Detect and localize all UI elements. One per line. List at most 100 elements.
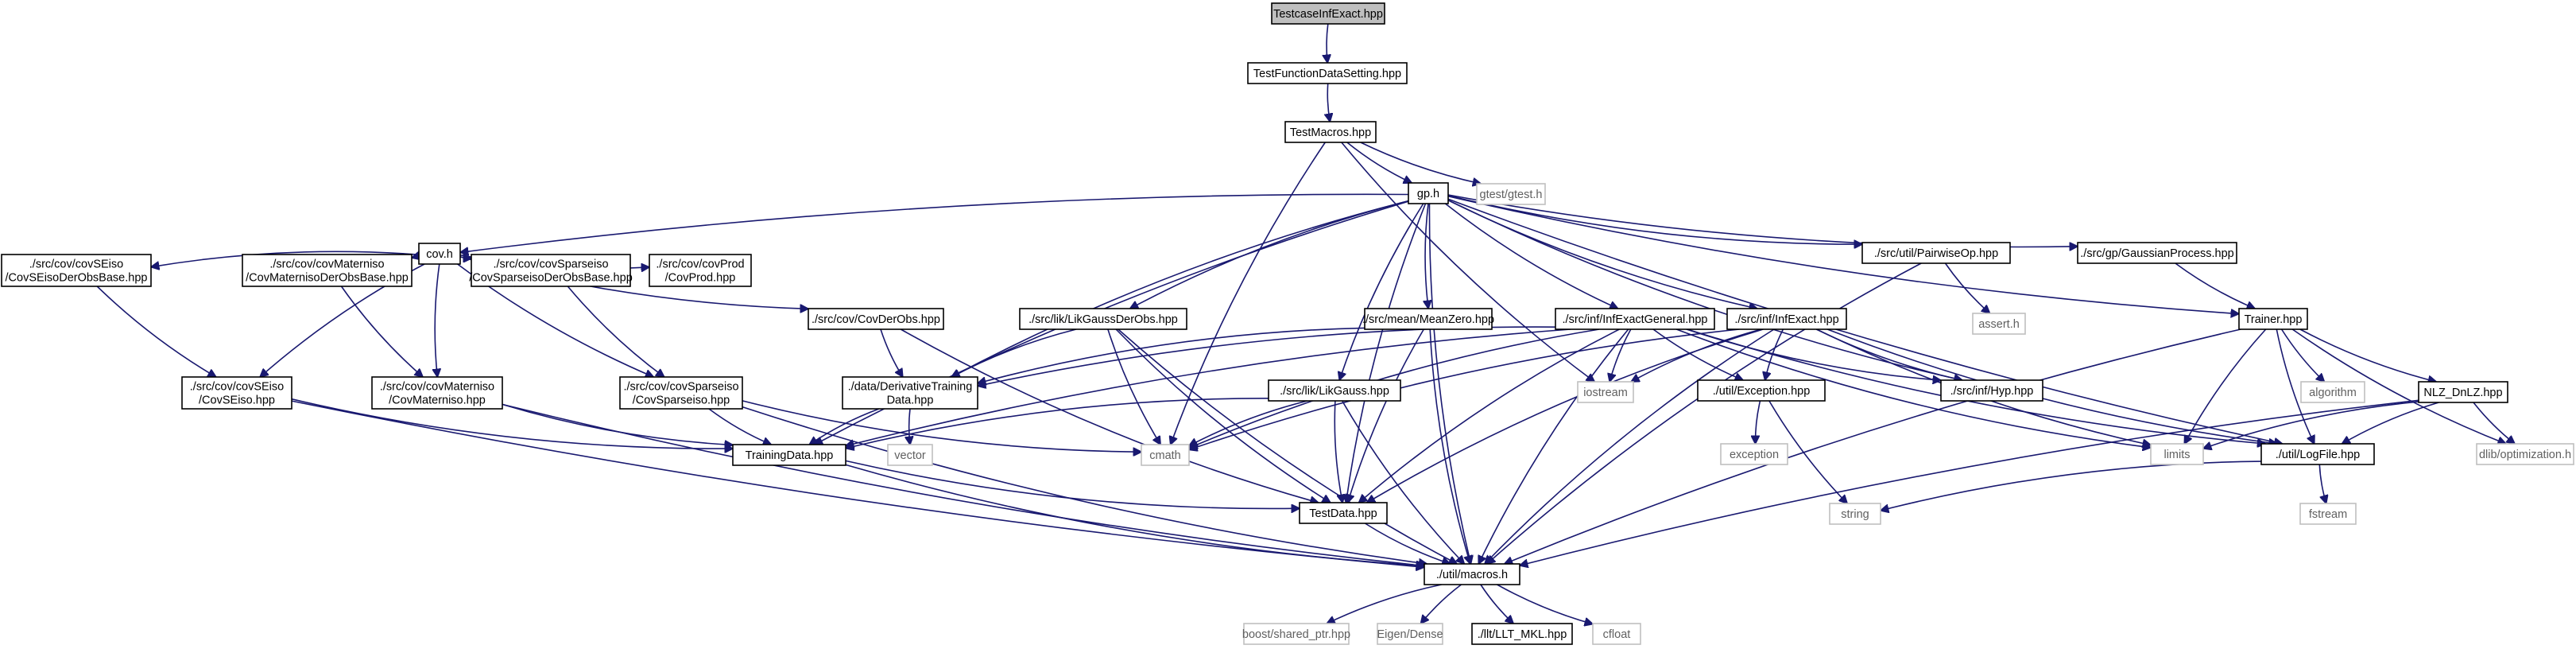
node-nlz[interactable]: NLZ_DnLZ.hpp xyxy=(2418,381,2508,403)
node-label: ./util/Exception.hpp xyxy=(1713,385,1811,398)
node-box xyxy=(1,254,152,287)
edge-trainer-to-algorithm xyxy=(2280,328,2325,382)
node-gph[interactable]: gp.h xyxy=(1408,182,1449,204)
node-covderobs[interactable]: ./src/cov/CovDerObs.hpp xyxy=(808,308,944,330)
edge-covh-to-matdobase xyxy=(412,257,419,258)
node-label: ./llt/LLT_MKL.hpp xyxy=(1478,628,1567,641)
edge-derivtd-to-vector xyxy=(909,408,910,445)
edge-likgauss-to-trainingdata xyxy=(846,397,1269,449)
node-label: ./src/cov/covSEiso xyxy=(29,258,123,271)
edge-gph-to-pairwise xyxy=(1447,195,1862,244)
node-label: ./src/cov/covSEiso xyxy=(190,381,284,394)
node-label: /CovSEisoDerObsBase.hpp xyxy=(6,272,148,285)
node-exception[interactable]: ./util/Exception.hpp xyxy=(1697,379,1826,402)
node-materniso[interactable]: ./src/cov/covMaterniso/CovMaterniso.hpp xyxy=(371,376,503,410)
node-box xyxy=(1577,381,1634,403)
node-pairwise[interactable]: ./src/util/PairwiseOp.hpp xyxy=(1861,242,2011,264)
node-likgaussderobs[interactable]: ./src/lik/LikGaussDerObs.hpp xyxy=(1019,308,1187,330)
node-spdobase[interactable]: ./src/cov/covSparseiso/CovSparseisoDerOb… xyxy=(469,254,633,287)
node-label: ./src/lik/LikGaussDerObs.hpp xyxy=(1028,313,1178,326)
edge-infexact-to-logfile xyxy=(1826,328,2277,444)
node-label: fstream xyxy=(2309,508,2347,521)
node-testdata[interactable]: TestData.hpp xyxy=(1299,502,1388,524)
edge-gph-to-logfile xyxy=(1447,198,2283,444)
node-likgauss[interactable]: ./src/lik/LikGauss.hpp xyxy=(1268,379,1401,402)
node-label: ./src/util/PairwiseOp.hpp xyxy=(1874,247,1998,260)
node-covh[interactable]: cov.h xyxy=(418,243,461,265)
node-box xyxy=(2077,242,2237,264)
node-label: vector xyxy=(894,449,926,462)
node-box xyxy=(242,254,413,287)
node-root[interactable]: TestcaseInfExact.hpp xyxy=(1271,2,1385,25)
node-tmac[interactable]: TestMacros.hpp xyxy=(1284,121,1377,143)
edge-infexact-to-cmath xyxy=(1189,328,1740,449)
node-macros[interactable]: ./util/macros.h xyxy=(1424,563,1520,585)
edge-logfile-to-fstream xyxy=(2318,464,2326,503)
edge-infgen-to-limits xyxy=(1675,328,2151,448)
node-infgen[interactable]: ./src/inf/InfExactGeneral.hpp xyxy=(1555,308,1715,330)
node-box xyxy=(1284,121,1377,143)
node-sedobase[interactable]: ./src/cov/covSEiso/CovSEisoDerObsBase.hp… xyxy=(1,254,152,287)
node-box xyxy=(1271,2,1385,25)
edge-gph-to-hyp xyxy=(1447,199,1962,380)
node-eigen: Eigen/Dense xyxy=(1377,623,1443,645)
node-label: cfloat xyxy=(1603,628,1631,641)
node-cfloat: cfloat xyxy=(1592,623,1641,645)
node-asserth: assert.h xyxy=(1972,313,2026,335)
edge-likgauss-to-testdata xyxy=(1334,400,1342,503)
node-gpproc[interactable]: ./src/gp/GaussianProcess.hpp xyxy=(2077,242,2237,264)
node-trainer[interactable]: Trainer.hpp xyxy=(2238,308,2308,330)
node-box xyxy=(1299,502,1388,524)
edge-exception-to-stdexc xyxy=(1755,400,1761,444)
node-covprod[interactable]: ./src/cov/covProd/CovProd.hpp xyxy=(649,254,752,287)
edge-spdobase-to-sparseiso xyxy=(567,286,664,377)
node-box xyxy=(1471,623,1573,645)
edge-tfds-to-tmac xyxy=(1327,83,1330,122)
node-meanzero[interactable]: ./src/mean/MeanZero.hpp xyxy=(1362,308,1494,330)
node-label: ./src/cov/covMaterniso xyxy=(269,258,384,271)
edge-logfile-to-string xyxy=(1881,461,2262,511)
node-label: dlib/optimization.h xyxy=(2479,449,2571,461)
node-box xyxy=(1829,503,1881,525)
node-infexact[interactable]: ./src/inf/InfExact.hpp xyxy=(1726,308,1847,330)
node-box xyxy=(1726,308,1847,330)
edge-macros-to-cfloat xyxy=(1497,584,1594,624)
edge-gph-to-testdata xyxy=(1346,203,1427,503)
node-stdexc: exception xyxy=(1720,443,1788,465)
node-box xyxy=(2476,443,2574,465)
node-box xyxy=(1243,623,1350,645)
edge-gph-to-trainer xyxy=(1447,195,2239,314)
edge-gph-to-macros xyxy=(1428,203,1470,564)
node-logfile[interactable]: ./util/LogFile.hpp xyxy=(2260,443,2375,465)
edge-trainingdata-to-testdata xyxy=(845,460,1300,508)
node-lltmkl[interactable]: ./llt/LLT_MKL.hpp xyxy=(1471,623,1573,645)
node-box xyxy=(619,376,743,410)
node-seiso[interactable]: ./src/cov/covSEiso/CovSEiso.hpp xyxy=(181,376,292,410)
node-label: limits xyxy=(2163,449,2190,461)
edge-infgen-to-derivtd xyxy=(978,326,1556,386)
edge-nlz-to-dlib xyxy=(2473,402,2515,444)
edge-infexact-to-exception xyxy=(1765,328,1784,380)
edge-seiso-to-macros xyxy=(291,400,1424,567)
node-algorithm: algorithm xyxy=(2300,381,2365,403)
edge-pairwise-to-macros xyxy=(1487,262,1922,564)
node-box xyxy=(371,376,503,410)
node-label: ./src/inf/InfExact.hpp xyxy=(1734,313,1838,326)
edge-seiso-to-trainingdata xyxy=(291,398,733,449)
node-box xyxy=(2150,443,2204,465)
node-label: cmath xyxy=(1149,449,1181,462)
node-label: ./src/cov/covSparseiso xyxy=(623,381,738,394)
node-sparseiso[interactable]: ./src/cov/covSparseiso/CovSparseiso.hpp xyxy=(619,376,743,410)
node-hyp[interactable]: ./src/inf/Hyp.hpp xyxy=(1940,379,2043,402)
edge-infgen-to-iostream xyxy=(1610,328,1632,382)
node-trainingdata[interactable]: TrainingData.hpp xyxy=(732,444,846,466)
node-label: /CovMaterniso.hpp xyxy=(389,394,486,407)
node-label: assert.h xyxy=(1978,318,2020,331)
edge-nlz-to-limits xyxy=(2203,401,2419,449)
node-matdobase[interactable]: ./src/cov/covMaterniso/CovMaternisoDerOb… xyxy=(242,254,413,287)
node-label: TestMacros.hpp xyxy=(1290,126,1371,139)
node-box xyxy=(1019,308,1187,330)
node-tfds[interactable]: TestFunctionDataSetting.hpp xyxy=(1247,62,1408,84)
node-label: ./src/mean/MeanZero.hpp xyxy=(1362,313,1494,326)
